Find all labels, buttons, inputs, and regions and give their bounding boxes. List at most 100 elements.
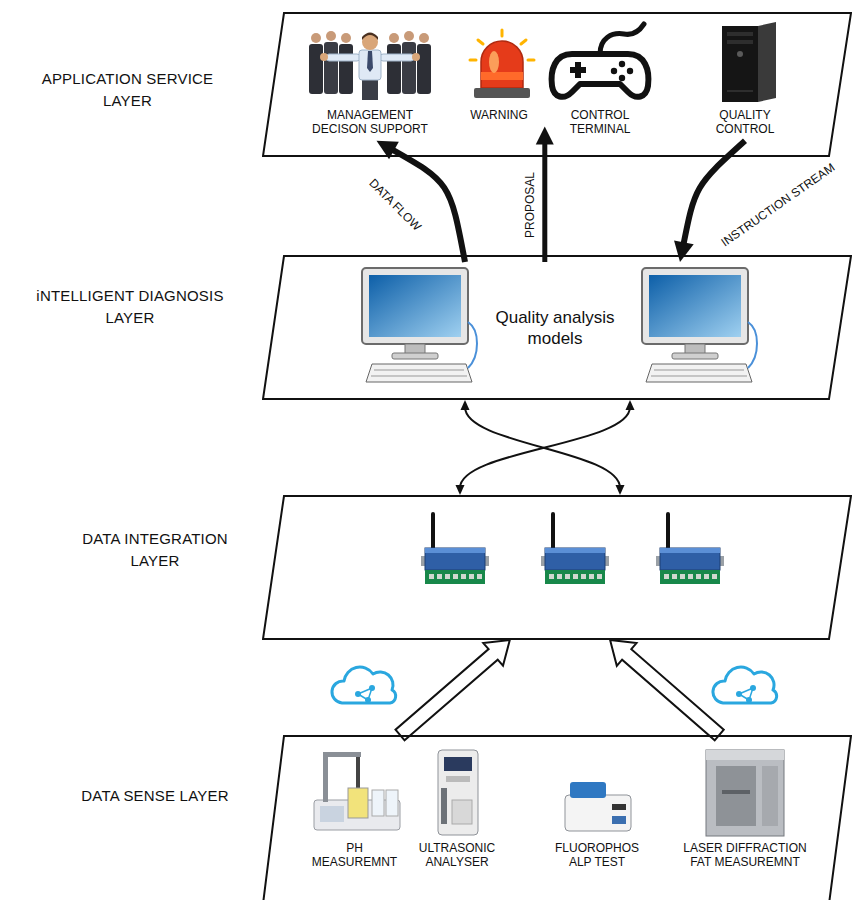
warning-light-icon-part [474, 88, 530, 98]
gateway-icon-part [425, 548, 485, 553]
ph-meter-icon-part [372, 790, 384, 816]
management-icon-part [412, 53, 420, 61]
pc-tower-icon [722, 22, 776, 102]
management-icon-part [367, 51, 373, 72]
layer-band: APPLICATION SERVICE LAYERMANAGEMENT DECI… [262, 12, 852, 157]
management-icon-part [326, 54, 360, 61]
layer-title: DATA SENSE LAYER [55, 785, 255, 807]
warning-light-icon [470, 30, 534, 98]
layer-band: DATA INTEGRATION LAYER [262, 495, 852, 640]
device-item: LASER DIFFRACTION FAT MEASUREMNT [675, 745, 815, 874]
cloud-icon-part-part [750, 685, 756, 691]
warning-light-icon-part [489, 51, 499, 73]
layer-title-holder: iNTELLIGENT DIAGNOSIS LAYER [10, 285, 250, 329]
layer-title: DATA INTEGRATION LAYER [60, 528, 250, 572]
gateway-icon-part-part [672, 574, 677, 579]
device-item: ULTRASONIC ANALYSER [412, 745, 502, 874]
cloud-icon-part-part [736, 691, 742, 697]
management-icon-part [380, 54, 414, 61]
management-icon-part [389, 33, 399, 43]
gateway-icon-part-part [461, 574, 466, 579]
gateway-icon-part [425, 570, 485, 584]
pc-tower-icon-part [758, 22, 776, 102]
device-item: CONTROL TERMINAL [555, 24, 645, 141]
arrowhead [461, 400, 470, 410]
device-item: FLUOROPHOS ALP TEST [547, 745, 647, 874]
gateway-icon-part [545, 548, 605, 570]
ultrasonic-analyser-icon [438, 750, 478, 835]
warning-light-icon-part-part [470, 59, 476, 62]
gateway-icon-part-part [437, 574, 442, 579]
arrowhead [674, 240, 694, 262]
gateway-icon [541, 512, 609, 584]
pc-tower-icon-part [727, 40, 753, 44]
band-outline [262, 735, 852, 900]
management-icon-part [311, 33, 321, 43]
computer-icon-part [649, 275, 741, 337]
warning-light-icon-part-part [478, 40, 483, 44]
gateway-icon-part-part [477, 574, 482, 579]
device-item: MANAGEMENT DECISON SUPPORT [305, 24, 435, 141]
gateway-icon-part-part [445, 574, 450, 579]
laser-diffraction-icon-part [762, 766, 778, 826]
laser-diffraction-icon-part [722, 790, 750, 794]
management-icon-part [362, 78, 378, 100]
gateway-icon-part [549, 574, 602, 579]
computer-icon-part [369, 275, 461, 337]
item-label: ULTRASONIC ANALYSER [412, 841, 502, 870]
arrowhead [456, 485, 465, 495]
management-icon-part [339, 44, 353, 94]
computer-icon-part [642, 268, 748, 344]
band-outline [262, 495, 852, 640]
band-outline [263, 736, 851, 900]
management-icon-part [419, 33, 429, 43]
control-terminal-icon [552, 24, 649, 97]
cloud-icon-part-part [365, 697, 371, 703]
pc-tower-icon-part [727, 32, 753, 36]
laser-diffraction-icon-part [706, 750, 784, 836]
computer-icon-part [468, 322, 477, 368]
computer-icon [642, 268, 757, 382]
arrowhead [536, 126, 554, 144]
connector [396, 640, 510, 740]
computer-icon-part [651, 376, 747, 377]
cloud-icon-part-part [746, 697, 752, 703]
management-icon [309, 31, 431, 100]
computer-icon-part [672, 353, 718, 359]
device-item: PH MEASUREMNT [307, 745, 402, 874]
management-icon-part [359, 50, 381, 80]
warning-light-icon-part-part [501, 30, 504, 36]
gateway-icon-part [545, 570, 605, 584]
laser-diffraction-icon-part [706, 750, 784, 760]
fluorophos-icon-part [612, 816, 626, 824]
pc-tower-icon-part [737, 51, 743, 57]
layer-title: iNTELLIGENT DIAGNOSIS LAYER [10, 285, 250, 329]
pc-tower-icon-part [722, 26, 758, 102]
gateway-icon-part-part [696, 574, 701, 579]
gateway-icon [421, 512, 489, 584]
management-icon-part [362, 33, 378, 41]
gateway-icon-part-part [589, 574, 594, 579]
management-icon-part [320, 53, 328, 61]
gateway-icon-part [545, 548, 605, 553]
item-label: LASER DIFFRACTION FAT MEASUREMNT [675, 841, 815, 870]
item-label: CONTROL TERMINAL [555, 108, 645, 137]
fluorophos-icon-part [570, 782, 606, 798]
management-icon-part [402, 42, 416, 94]
connector-line [542, 139, 547, 262]
warning-light-icon-part-part [521, 40, 526, 44]
management-icon-part [309, 44, 323, 94]
cloud-icon-part [332, 667, 396, 703]
gateway-icon-part-part [704, 574, 709, 579]
band-outline [263, 496, 851, 639]
cloud-icon-part [355, 685, 375, 703]
management-icon-part [417, 44, 431, 94]
item-label: QUALITY CONTROL [700, 108, 790, 137]
ph-meter-icon-part [320, 806, 344, 822]
management-icon-part [387, 44, 401, 94]
computer-icon-part [374, 370, 464, 371]
ph-meter-icon-part [323, 752, 361, 757]
layer-title-holder: DATA INTEGRATION LAYER [60, 528, 250, 572]
edge-label-holder: PROPOSAL [523, 170, 537, 240]
management-icon-part [326, 31, 336, 41]
